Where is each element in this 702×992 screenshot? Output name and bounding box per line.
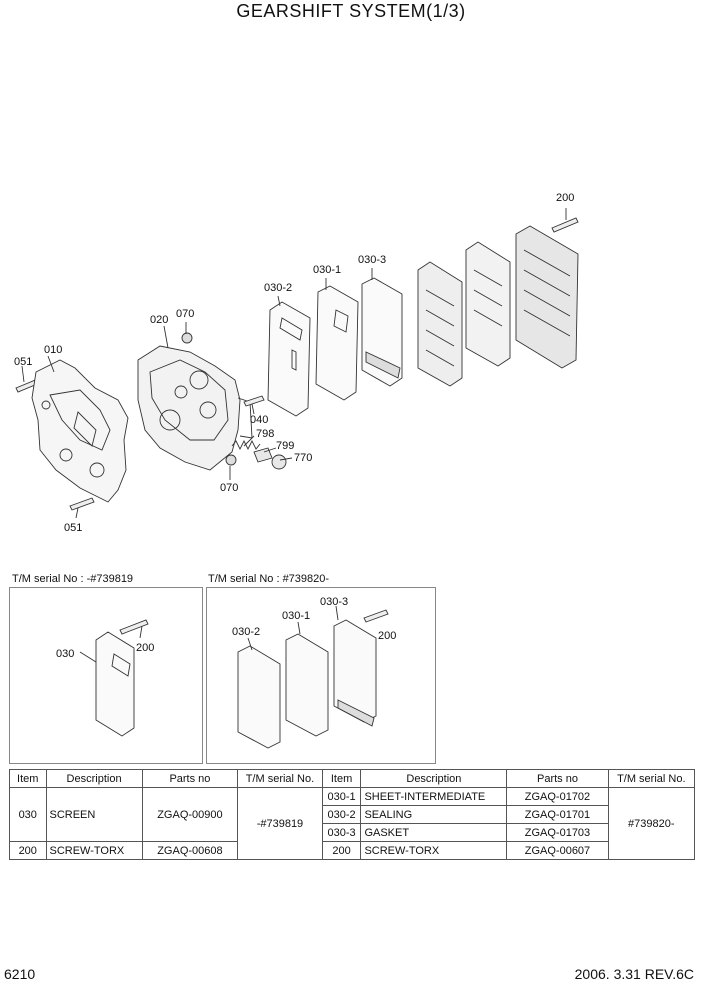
- inset-right-box: [206, 587, 436, 764]
- col-description: Description: [45, 769, 143, 788]
- cell-description: SHEET-INTERMEDIATE: [360, 787, 508, 806]
- plug-070-top: [181, 332, 193, 344]
- callout-799: 799: [276, 440, 295, 452]
- callout-070-top: 070: [176, 308, 195, 320]
- cell-description: GASKET: [360, 823, 508, 842]
- parts-table: Item Description Parts no T/M serial No.…: [9, 769, 696, 860]
- pin-051-bottom: [69, 497, 95, 511]
- cell-description: SCREW-TORX: [45, 841, 143, 860]
- cell-item: 030-3: [321, 823, 362, 842]
- inset-right-callout-030-3: 030-3: [320, 596, 349, 608]
- col-description: Description: [360, 769, 508, 788]
- table-row: 030 SCREEN ZGAQ-00900 -#739819 030-1 SHE…: [9, 787, 696, 860]
- inset-left-callout-200: 200: [136, 642, 155, 654]
- callout-798: 798: [256, 428, 275, 440]
- cell-item: 200: [9, 841, 47, 860]
- col-serial: T/M serial No.: [237, 769, 323, 788]
- pin-040: [243, 395, 265, 407]
- callout-770: 770: [294, 452, 313, 464]
- inset-right-callout-200: 200: [378, 630, 397, 642]
- cell-parts-no: ZGAQ-01701: [506, 805, 609, 824]
- col-parts-no: Parts no: [141, 769, 239, 788]
- col-item: Item: [9, 769, 47, 788]
- sheet-030-2: [267, 301, 311, 417]
- cell-item: 030: [9, 787, 47, 842]
- inset-right-callout-030-1: 030-1: [282, 610, 311, 622]
- inset-left-drawing: [79, 619, 149, 737]
- cell-item: 200: [321, 841, 362, 860]
- col-item: Item: [321, 769, 362, 788]
- cell-description: SCREEN: [45, 787, 143, 842]
- cell-item: 030-1: [321, 787, 362, 806]
- cell-parts-no: ZGAQ-01702: [506, 787, 609, 806]
- cell-parts-no: ZGAQ-00607: [506, 841, 609, 860]
- spring-798: [231, 439, 261, 451]
- date-revision: 2006. 3.31 REV.6C: [574, 966, 694, 982]
- cell-serial: #739820-: [607, 787, 696, 860]
- screw-200: [551, 217, 579, 233]
- callout-030-2: 030-2: [264, 282, 293, 294]
- cell-serial: -#739819: [237, 787, 323, 860]
- table-row: 200 SCREW-TORX ZGAQ-00608 200 SCREW-TORX…: [9, 841, 695, 860]
- inset-right-drawing: [237, 605, 389, 749]
- cell-description: SCREW-TORX: [360, 841, 508, 860]
- page-number: 6210: [4, 966, 36, 982]
- cell-item: 030-2: [321, 805, 362, 824]
- callout-020: 020: [150, 314, 169, 326]
- table-row: 030-2 SEALING ZGAQ-01701: [10, 805, 695, 824]
- plug-770: [271, 454, 287, 470]
- inset-right-header: T/M serial No : #739820-: [208, 573, 330, 585]
- inset-left-header: T/M serial No : -#739819: [12, 573, 134, 585]
- inset-right-callout-030-2: 030-2: [232, 626, 261, 638]
- valve-body-top: [515, 225, 579, 369]
- valve-plate-2: [465, 241, 511, 367]
- callout-030-3: 030-3: [358, 254, 387, 266]
- sheet-030-1: [315, 285, 359, 401]
- callout-030-1: 030-1: [313, 264, 342, 276]
- gasket-030-3: [361, 277, 403, 387]
- table-header-row: Item Description Parts no T/M serial No.…: [9, 769, 696, 788]
- plate-010: [31, 359, 129, 503]
- inset-left-callout-030: 030: [56, 648, 75, 660]
- cell-parts-no: ZGAQ-01703: [506, 823, 609, 842]
- cell-description: SEALING: [360, 805, 508, 824]
- plug-070-bottom: [225, 454, 237, 466]
- piston-799: [253, 447, 273, 463]
- callout-051-bottom: 051: [64, 522, 83, 534]
- exploded-diagram: [15, 208, 579, 749]
- callout-040: 040: [250, 414, 269, 426]
- col-serial: T/M serial No.: [607, 769, 696, 788]
- callout-051-top: 051: [14, 356, 33, 368]
- housing-020: [137, 345, 253, 471]
- callout-200: 200: [556, 192, 575, 204]
- cell-parts-no: ZGAQ-00900: [141, 787, 239, 842]
- callout-010: 010: [44, 344, 63, 356]
- callout-070-bottom: 070: [220, 482, 239, 494]
- page-title: GEARSHIFT SYSTEM(1/3): [236, 1, 466, 21]
- table-row: 030-3 GASKET ZGAQ-01703: [10, 823, 695, 842]
- inset-left-box: [9, 587, 203, 764]
- cell-parts-no: ZGAQ-00608: [141, 841, 239, 860]
- valve-plate-1: [417, 261, 463, 387]
- col-parts-no: Parts no: [506, 769, 609, 788]
